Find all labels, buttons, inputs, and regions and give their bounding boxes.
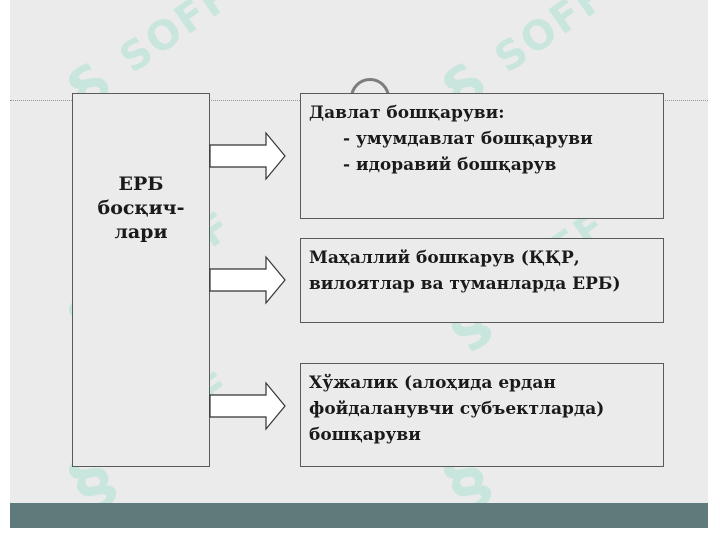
arrow-right-icon — [209, 255, 286, 305]
root-label: ЕРБ босқич- лари — [97, 173, 185, 243]
box-text: Маҳаллий бошкарув (ҚҚР, вилоятлар ва тум… — [309, 248, 621, 294]
economic-management-box: Хўжалик (алоҳида ердан фойдаланувчи субъ… — [300, 363, 664, 467]
box-text: Хўжалик (алоҳида ердан фойдаланувчи субъ… — [309, 373, 605, 445]
state-management-box: Давлат бошқаруви: - умумдавлат бошқаруви… — [300, 93, 664, 219]
root-box: ЕРБ босқич- лари — [72, 93, 210, 467]
list-item: - идоравий бошқарув — [343, 155, 557, 175]
arrow-right-icon — [209, 381, 286, 431]
bottom-bar — [10, 503, 708, 528]
arrow-right-icon — [209, 131, 286, 181]
local-management-box: Маҳаллий бошкарув (ҚҚР, вилоятлар ва тум… — [300, 238, 664, 323]
box-title: Давлат бошқаруви: — [309, 103, 505, 123]
list-item: - умумдавлат бошқаруви — [343, 129, 593, 149]
